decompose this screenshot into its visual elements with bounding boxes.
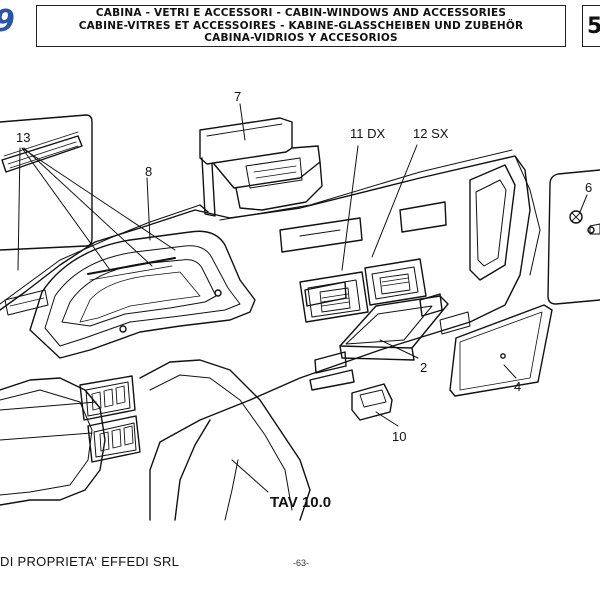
part-7-air-duct [199, 117, 323, 217]
header-title-line-1: CABINA - VETRI E ACCESSORI - CABIN-WINDO… [95, 7, 507, 19]
callout-13: 13 [16, 130, 30, 145]
callout-4: 4 [514, 379, 521, 394]
callout-2: 2 [420, 360, 427, 375]
switch-panel [79, 375, 141, 463]
callout-7: 7 [234, 89, 241, 104]
part-10-switch [351, 383, 393, 421]
page-header-title: CABINA - VETRI E ACCESSORI - CABIN-WINDO… [36, 5, 566, 47]
part-4-glovebox-lid [449, 304, 553, 397]
page-number-right: 5 [582, 5, 600, 47]
dashboard-body [0, 149, 541, 521]
callout-12: 12 SX [413, 126, 449, 141]
part-2-pocket-tray [339, 295, 449, 361]
part-6-inset [547, 169, 600, 305]
leader-lines [0, 103, 588, 493]
callout-11: 11 DX [350, 126, 385, 141]
callout-labels: 13 7 8 11 DX 12 SX 6 2 4 10 TAV 10.0 [16, 89, 592, 511]
header-title-line-3: CABINA-VIDRIOS Y ACCESORIOS [204, 32, 398, 44]
part-8-instrument-hood [29, 230, 256, 359]
parts-11-12-vents [299, 258, 427, 323]
dashboard-exploded-diagram: 13 7 8 11 DX 12 SX 6 2 4 10 TAV 10.0 [0, 89, 600, 521]
footer-page-number: -63- [293, 558, 310, 568]
callout-10: 10 [392, 429, 406, 444]
page-number-left: 9 [0, 2, 20, 42]
part-13-inset [0, 114, 93, 251]
header-title-line-2: CABINE-VITRES ET ACCESSOIRES - KABINE-GL… [78, 19, 524, 32]
callout-8: 8 [145, 164, 152, 179]
table-label: TAV 10.0 [270, 494, 331, 511]
footer-ownership: DI PROPRIETA' EFFEDI SRL [0, 554, 180, 569]
callout-6: 6 [585, 180, 592, 195]
